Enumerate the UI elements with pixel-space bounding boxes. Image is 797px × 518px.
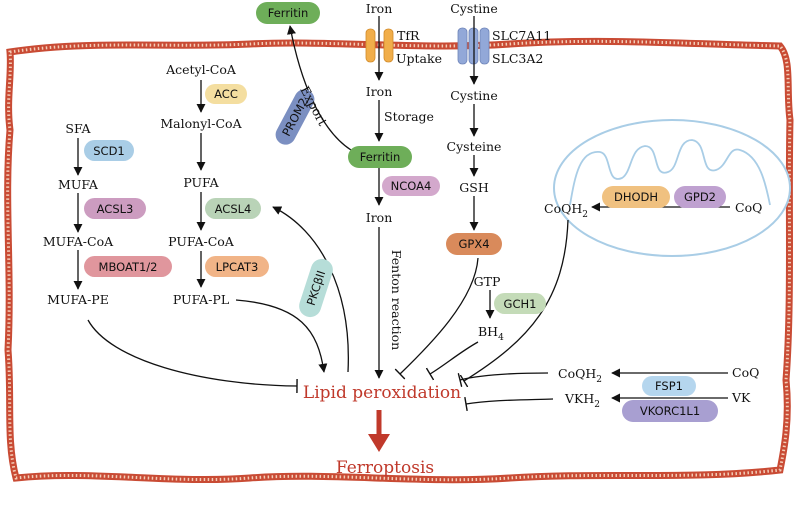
pill-scd1: SCD1 <box>84 140 134 161</box>
cystine-out-label: Cystine <box>450 1 498 16</box>
uptake-label: Uptake <box>396 51 442 66</box>
vkorc1l1-label: VKORC1L1 <box>640 404 700 418</box>
vkh2-main: VKH <box>564 391 594 406</box>
iron-free-label: Iron <box>366 210 393 225</box>
ferroptosis-label: Ferroptosis <box>336 458 434 478</box>
pill-acsl3: ACSL3 <box>84 198 146 219</box>
ncoa4-label: NCOA4 <box>391 179 432 193</box>
gtp-label: GTP <box>474 274 501 289</box>
pill-ferritin-inner: Ferritin <box>348 146 412 168</box>
bh4-label: BH4 <box>478 324 504 343</box>
mufa-label: MUFA <box>58 177 99 192</box>
mufa-coa-label: MUFA-CoA <box>43 234 114 249</box>
mito-coqh2-main: CoQH <box>544 201 582 216</box>
dhodh-label: DHODH <box>614 190 658 204</box>
fsp1-label: FSP1 <box>655 379 683 393</box>
pufa-label: PUFA <box>183 175 219 190</box>
acc-label: ACC <box>214 87 238 101</box>
fenton-label: Fenton reaction <box>389 250 404 350</box>
fsp1-coqh2-main: CoQH <box>558 366 596 381</box>
acetyl-coa-label: Acetyl-CoA <box>165 62 237 77</box>
pill-gpx4: GPX4 <box>446 233 502 255</box>
mufa-pe-label: MUFA-PE <box>47 292 109 307</box>
acsl4-label: ACSL4 <box>215 202 252 216</box>
cystine-in-label: Cystine <box>450 88 498 103</box>
mito-coqh2-sub: 2 <box>582 210 588 220</box>
cysteine-label: Cysteine <box>447 139 502 154</box>
pill-acsl4: ACSL4 <box>205 198 261 219</box>
bh4-main: BH <box>478 324 498 339</box>
fsp1-coq-label: CoQ <box>732 365 759 380</box>
gpx4-label: GPX4 <box>458 237 489 251</box>
lpcat3-label: LPCAT3 <box>216 260 259 274</box>
mboat-label: MBOAT1/2 <box>99 260 158 274</box>
mito-coqh2-label: CoQH2 <box>544 201 588 220</box>
pill-ferritin-outer: Ferritin <box>256 2 320 24</box>
slc7a11-label: SLC7A11 <box>492 28 551 43</box>
ferritin-outer-label: Ferritin <box>268 6 309 20</box>
acsl3-label: ACSL3 <box>97 202 134 216</box>
pill-gpd2: GPD2 <box>674 186 726 208</box>
tfr-label: TfR <box>397 28 420 43</box>
pill-acc: ACC <box>205 84 247 104</box>
gpd2-label: GPD2 <box>684 190 716 204</box>
vkh2-label: VKH2 <box>564 391 600 410</box>
fsp1-coqh2-label: CoQH2 <box>558 366 602 385</box>
pufa-coa-label: PUFA-CoA <box>168 234 235 249</box>
bh4-sub: 4 <box>498 333 504 343</box>
mito-coq-label: CoQ <box>735 200 762 215</box>
slc-channel <box>457 27 490 65</box>
pill-pkcbii: PKCβII <box>299 258 333 318</box>
pufa-pl-label: PUFA-PL <box>173 292 229 307</box>
pill-ncoa4: NCOA4 <box>382 176 440 196</box>
pill-dhodh: DHODH <box>602 186 670 208</box>
gch1-label: GCH1 <box>504 297 537 311</box>
pill-mboat: MBOAT1/2 <box>84 256 172 277</box>
vk-label: VK <box>731 390 751 405</box>
iron-in-label: Iron <box>366 84 393 99</box>
mitochondrion <box>553 119 791 257</box>
tfr-channel <box>365 28 394 63</box>
cell-membrane <box>4 37 794 484</box>
fsp1-coqh2-sub: 2 <box>596 375 602 385</box>
malonyl-coa-label: Malonyl-CoA <box>160 116 242 131</box>
storage-label: Storage <box>384 109 434 124</box>
arrows <box>73 16 730 452</box>
gsh-label: GSH <box>459 180 489 195</box>
pill-gch1: GCH1 <box>494 293 546 314</box>
scd1-label: SCD1 <box>93 144 125 158</box>
pill-lpcat3: LPCAT3 <box>205 256 269 277</box>
inhibition-lines <box>87 219 569 412</box>
iron-out-label: Iron <box>366 1 393 16</box>
sfa-label: SFA <box>65 121 91 136</box>
lipid-peroxidation-label: Lipid peroxidation <box>303 383 461 403</box>
vkh2-sub: 2 <box>594 400 600 410</box>
pill-vkorc1l1: VKORC1L1 <box>622 400 718 422</box>
pill-fsp1: FSP1 <box>642 376 696 396</box>
ferritin-inner-label: Ferritin <box>360 150 401 164</box>
slc3a2-label: SLC3A2 <box>492 51 543 66</box>
